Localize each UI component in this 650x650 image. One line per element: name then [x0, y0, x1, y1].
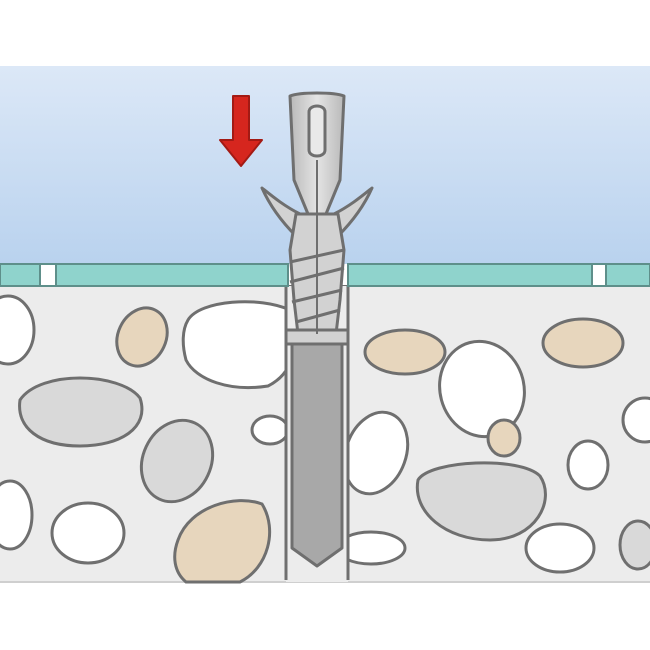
stone [181, 300, 297, 390]
plug-wing-right [333, 186, 374, 238]
plug-slot [307, 104, 327, 158]
tile-joint [39, 263, 57, 287]
stone [0, 294, 36, 366]
stone [0, 479, 34, 551]
stone [115, 306, 169, 368]
stone [250, 414, 290, 446]
stones [0, 294, 650, 584]
stone [139, 418, 215, 504]
plug-ring [284, 328, 350, 346]
stone [566, 439, 610, 491]
tile-segment [0, 263, 41, 287]
tile-segment [55, 263, 289, 287]
stone [415, 461, 547, 542]
stone [524, 522, 596, 574]
stone [50, 501, 126, 565]
tile-joint [591, 263, 607, 287]
stone [541, 317, 625, 369]
arrow-shape [219, 95, 263, 167]
stone [173, 499, 272, 584]
plug-sleeve [290, 332, 344, 568]
tile-segment [605, 263, 650, 287]
tile-layer [0, 263, 650, 287]
stone [363, 328, 447, 376]
stone [18, 376, 144, 448]
stone [486, 418, 522, 458]
stone [621, 396, 650, 444]
down-arrow-icon [219, 95, 263, 167]
wall-plug-icon [260, 91, 374, 568]
tile-segment [347, 263, 593, 287]
plug-wing-left [260, 186, 301, 238]
stone [618, 519, 650, 571]
